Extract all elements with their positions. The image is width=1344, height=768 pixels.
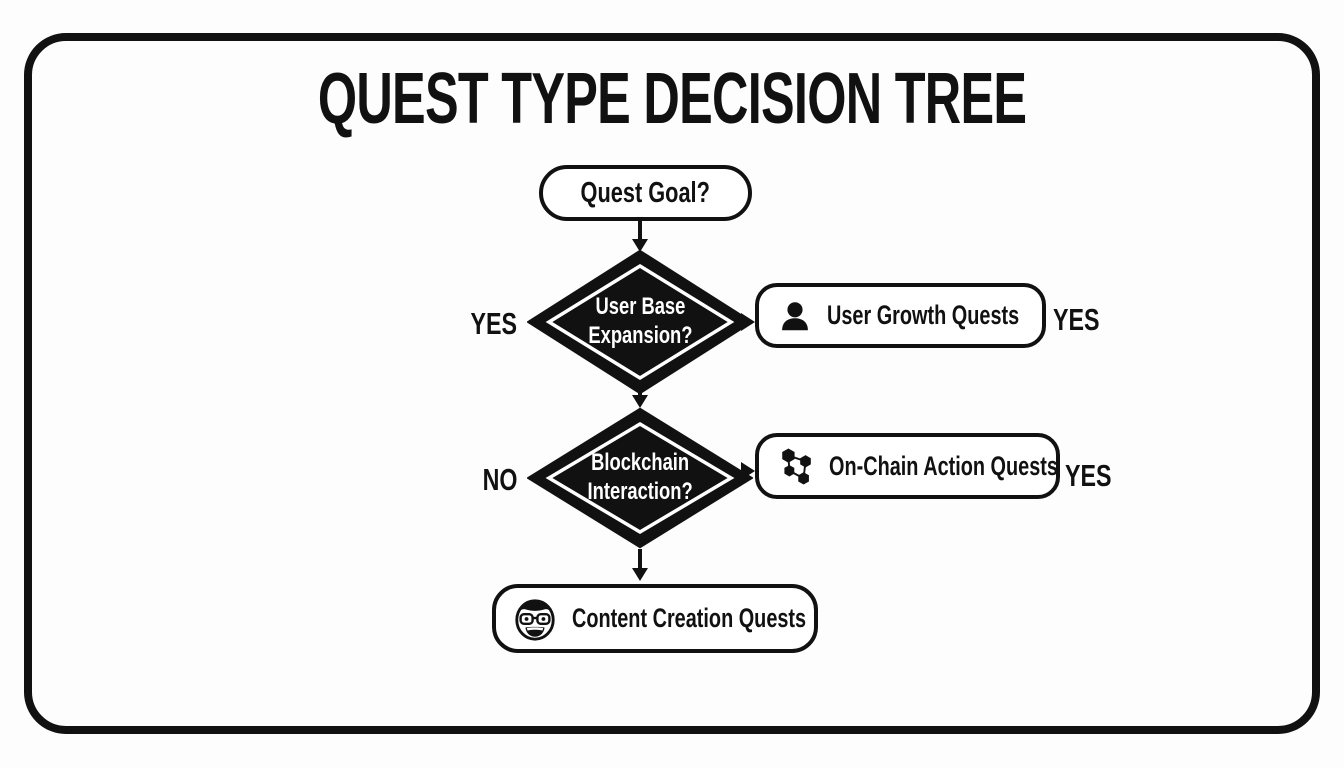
connector-arrowhead-2 <box>741 462 755 480</box>
result-box-content-creation: Content Creation Quests <box>492 584 818 653</box>
connector-arrowhead-1 <box>741 313 755 331</box>
branch-label-yes-right-1: YES <box>1053 302 1100 337</box>
branch-label-yes-left: YES <box>470 306 517 341</box>
start-node: Quest Goal? <box>539 165 752 221</box>
decision-diamond-blockchain <box>527 407 753 549</box>
result-label-user-growth: User Growth Quests <box>827 300 1020 330</box>
arrow-down-3 <box>632 549 648 581</box>
arrow-down-1 <box>632 221 648 252</box>
user-icon <box>779 300 811 332</box>
result-box-onchain: On-Chain Action Quests <box>755 433 1060 499</box>
branch-label-yes-right-2: YES <box>1065 458 1112 493</box>
start-node-label: Quest Goal? <box>580 176 711 209</box>
blockchain-icon <box>777 447 815 486</box>
result-box-user-growth: User Growth Quests <box>755 283 1046 348</box>
outer-frame <box>24 33 1320 734</box>
page-title: QUEST TYPE DECISION TREE <box>24 58 1320 140</box>
creator-face-icon <box>512 596 558 642</box>
arrow-down-2 <box>632 392 648 408</box>
branch-label-no-left: NO <box>482 462 517 497</box>
result-label-content-creation: Content Creation Quests <box>572 603 807 633</box>
decision-diamond-expansion <box>527 249 753 395</box>
result-label-onchain: On-Chain Action Quests <box>829 450 1058 481</box>
page-title-text: QUEST TYPE DECISION TREE <box>317 59 1027 139</box>
